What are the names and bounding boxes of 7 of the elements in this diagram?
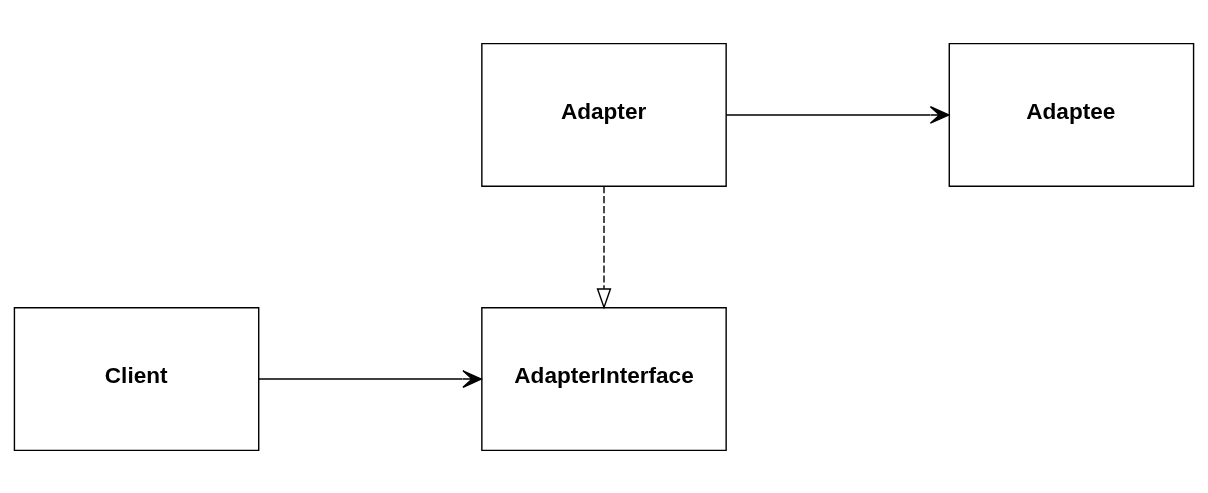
node-box: Adapter <box>481 42 727 187</box>
arrow <box>725 105 950 124</box>
node-box: Client <box>13 306 260 451</box>
node-box: Adaptee <box>948 42 1195 187</box>
arrow <box>258 369 483 388</box>
arrow <box>596 185 612 310</box>
node-box: AdapterInterface <box>481 306 727 451</box>
